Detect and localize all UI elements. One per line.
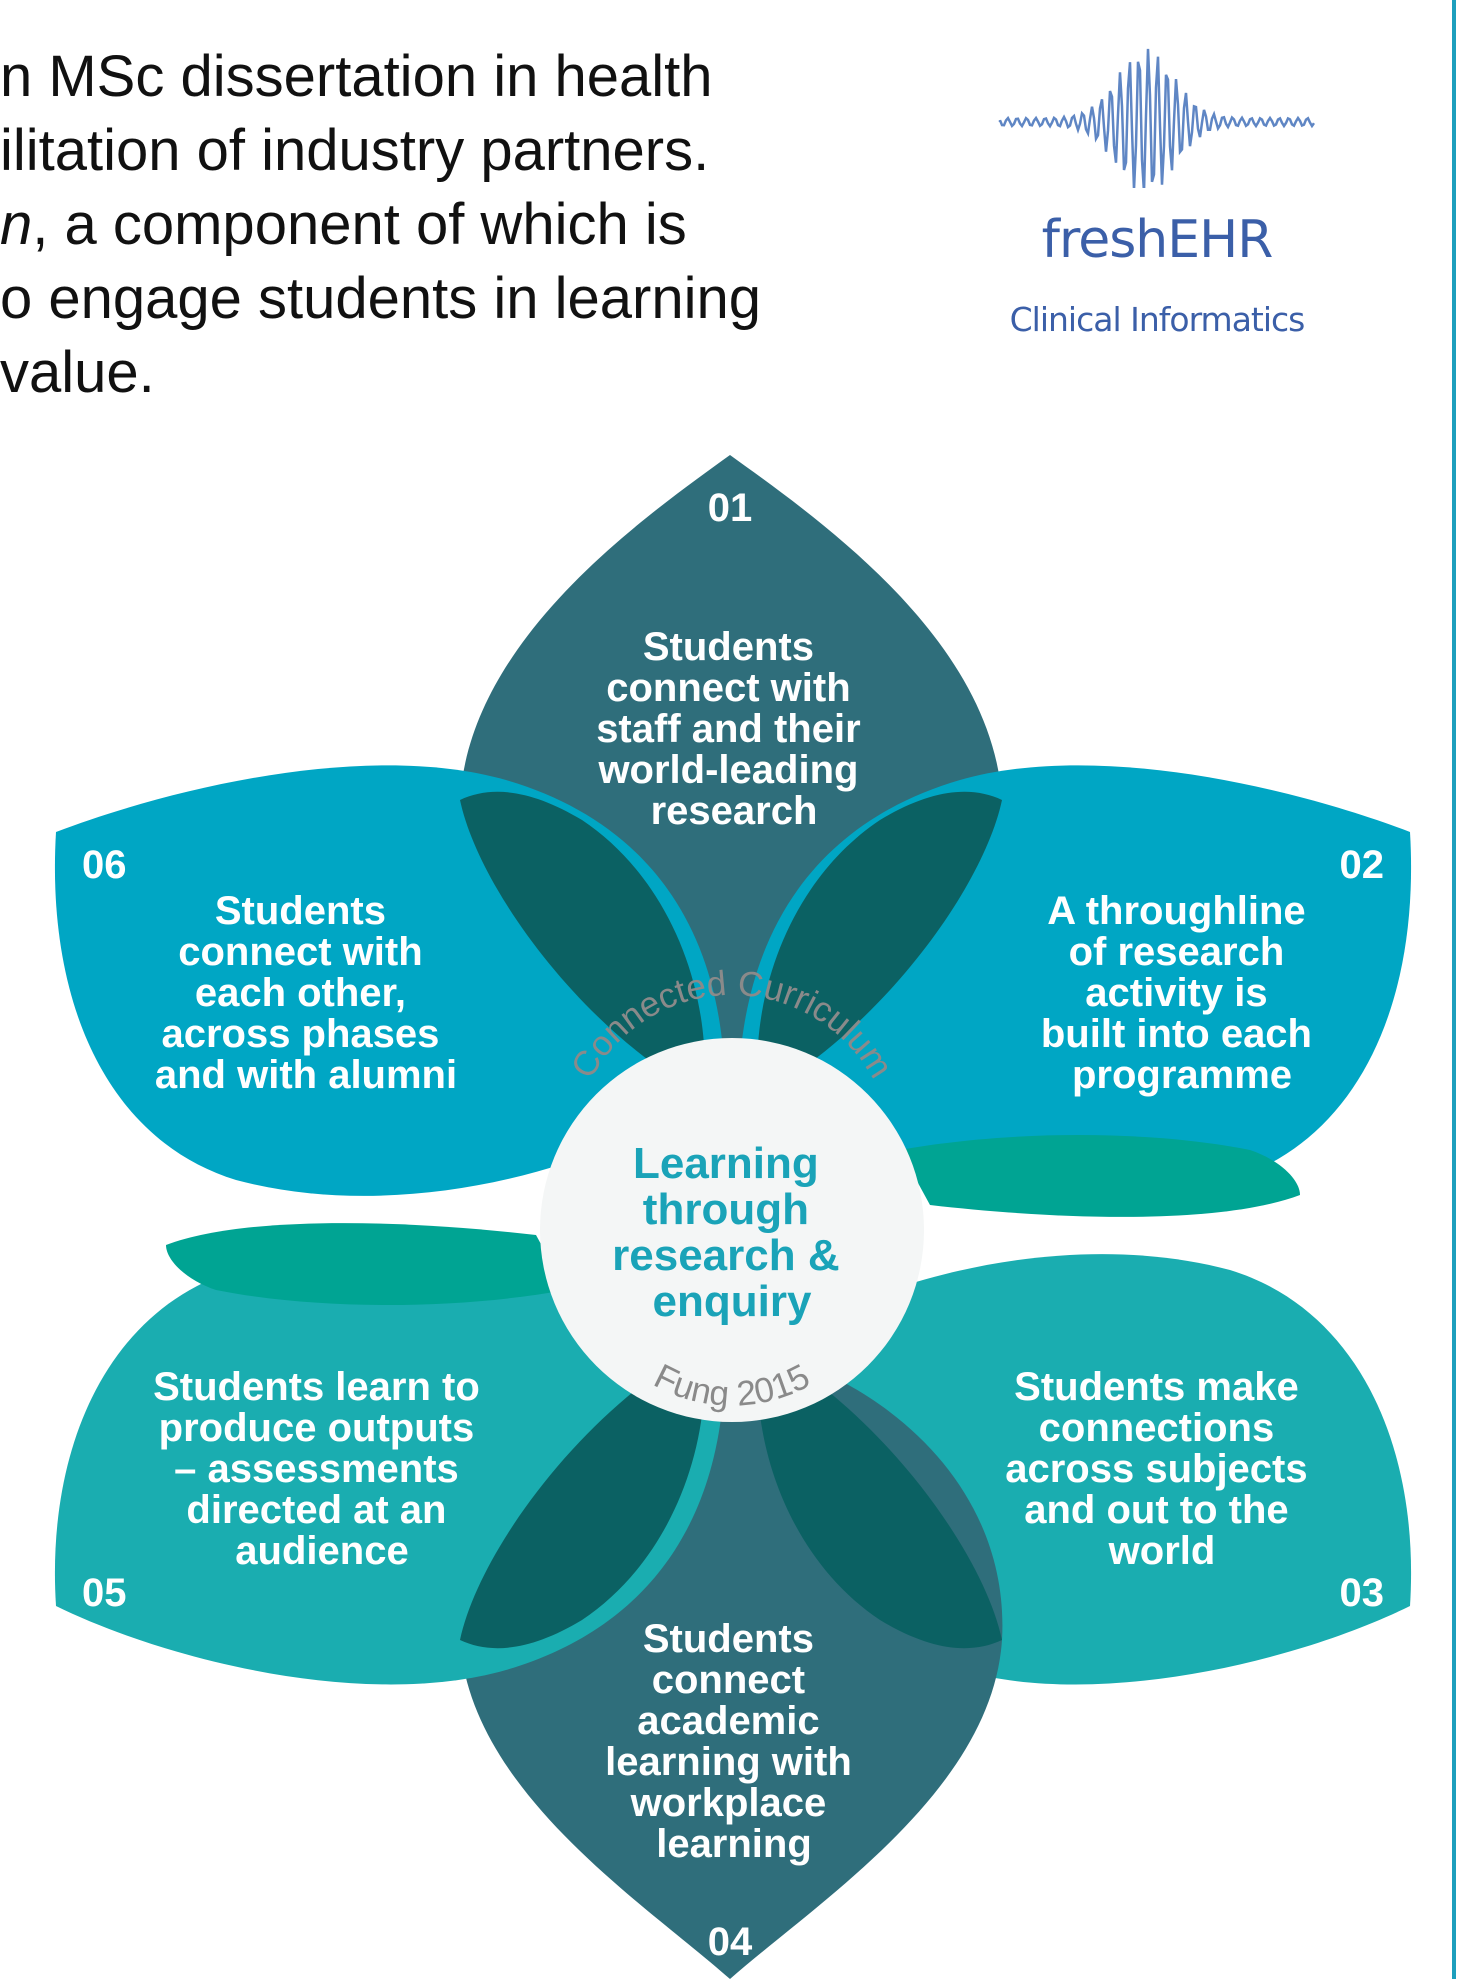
intro-line-5: value. <box>0 340 155 405</box>
petal-04-line-1: Students <box>643 1617 814 1661</box>
intro-line-1: n MSc dissertation in health <box>0 44 713 109</box>
petal-number-06: 06 <box>82 843 127 887</box>
petal-02-line-3: activity is <box>1085 971 1267 1015</box>
petal-04-line-4: learning with <box>605 1740 852 1784</box>
petal-06-line-1: Students <box>215 889 386 933</box>
center-title: Learning through research & enquiry <box>612 1139 852 1326</box>
center-line-2: through <box>643 1185 809 1234</box>
overlap-02-03 <box>900 1135 1300 1217</box>
petal-05-line-2: produce outputs <box>159 1406 475 1450</box>
petal-05-line-5: audience <box>235 1529 408 1573</box>
petal-03-line-4: and out to the <box>1024 1488 1288 1532</box>
intro-line-3: n, a component of which is <box>0 188 900 262</box>
petal-06-line-2: connect with <box>178 930 422 974</box>
petal-04-line-5: workplace <box>630 1781 827 1825</box>
petal-text-02: A throughline of research activity is bu… <box>1041 889 1323 1097</box>
petal-text-03: Students make connections across subject… <box>1005 1365 1319 1573</box>
intro-line-3-rest: , a component of which is <box>32 192 687 257</box>
petal-03-line-3: across subjects <box>1005 1447 1307 1491</box>
logo-name: freshEHR <box>1041 210 1274 270</box>
intro-line-3-italic: n <box>0 192 33 257</box>
right-border-rule <box>1452 0 1456 1979</box>
petal-04-line-2: connect <box>652 1658 805 1702</box>
petal-text-05: Students learn to produce outputs – asse… <box>153 1365 491 1573</box>
petal-02-line-2: of research <box>1069 930 1285 974</box>
petal-01-line-4: world-leading <box>597 748 858 792</box>
petal-number-02: 02 <box>1340 843 1385 887</box>
petal-06-line-5: and with alumni <box>155 1053 457 1097</box>
petal-01-line-3: staff and their <box>596 707 860 751</box>
center-line-3: research & <box>612 1231 839 1280</box>
petal-05-line-1: Students learn to <box>153 1365 480 1409</box>
upper-overlaps <box>460 791 1300 1217</box>
overlap-06-01 <box>460 791 705 1110</box>
petal-number-05: 05 <box>82 1571 127 1615</box>
petal-04-line-3: academic <box>637 1699 819 1743</box>
petal-text-01: Students connect with staff and their wo… <box>596 625 872 833</box>
petal-05-line-3: – assessments <box>174 1447 459 1491</box>
freshehr-logo: freshEHR Clinical Informatics <box>978 14 1336 354</box>
petal-03-line-5: world <box>1108 1529 1216 1573</box>
lower-overlaps <box>166 1223 1002 1649</box>
petal-number-01: 01 <box>708 486 753 530</box>
petal-02-line-4: built into each <box>1041 1012 1312 1056</box>
overlap-05-06 <box>166 1223 566 1305</box>
overlap-01-02 <box>757 791 1002 1110</box>
logo-subtitle: Clinical Informatics <box>1009 300 1306 339</box>
overlap-03-04 <box>757 1330 1002 1649</box>
petal-01-line-1: Students <box>643 625 814 669</box>
petal-05-line-4: directed at an <box>186 1488 446 1532</box>
petal-number-03: 03 <box>1340 1571 1385 1615</box>
petal-02-line-1: A throughline <box>1047 889 1305 933</box>
intro-line-4: o engage students in learning <box>0 266 762 331</box>
petal-number-04: 04 <box>708 1920 753 1964</box>
petal-06-line-4: across phases <box>161 1012 439 1056</box>
petal-04-line-6: learning <box>656 1822 812 1866</box>
petal-text-06: Students connect with each other, across… <box>155 889 457 1097</box>
center-line-1: Learning <box>633 1139 819 1188</box>
intro-paragraph: n MSc dissertation in health ilitation o… <box>0 40 900 410</box>
petal-01-line-2: connect with <box>606 666 850 710</box>
center-line-4: enquiry <box>653 1277 812 1326</box>
petal-06-line-3: each other, <box>195 971 406 1015</box>
petal-text-04: Students connect academic learning with … <box>605 1617 863 1866</box>
petal-02-line-5: programme <box>1072 1053 1292 1097</box>
center-circle <box>540 1038 924 1422</box>
overlap-04-05 <box>460 1330 705 1649</box>
petal-01-line-5: research <box>651 789 818 833</box>
waveform-icon <box>998 48 1316 188</box>
petal-03-line-1: Students make <box>1014 1365 1299 1409</box>
petal-03-line-2: connections <box>1039 1406 1275 1450</box>
intro-line-2: ilitation of industry partners. <box>0 118 710 183</box>
